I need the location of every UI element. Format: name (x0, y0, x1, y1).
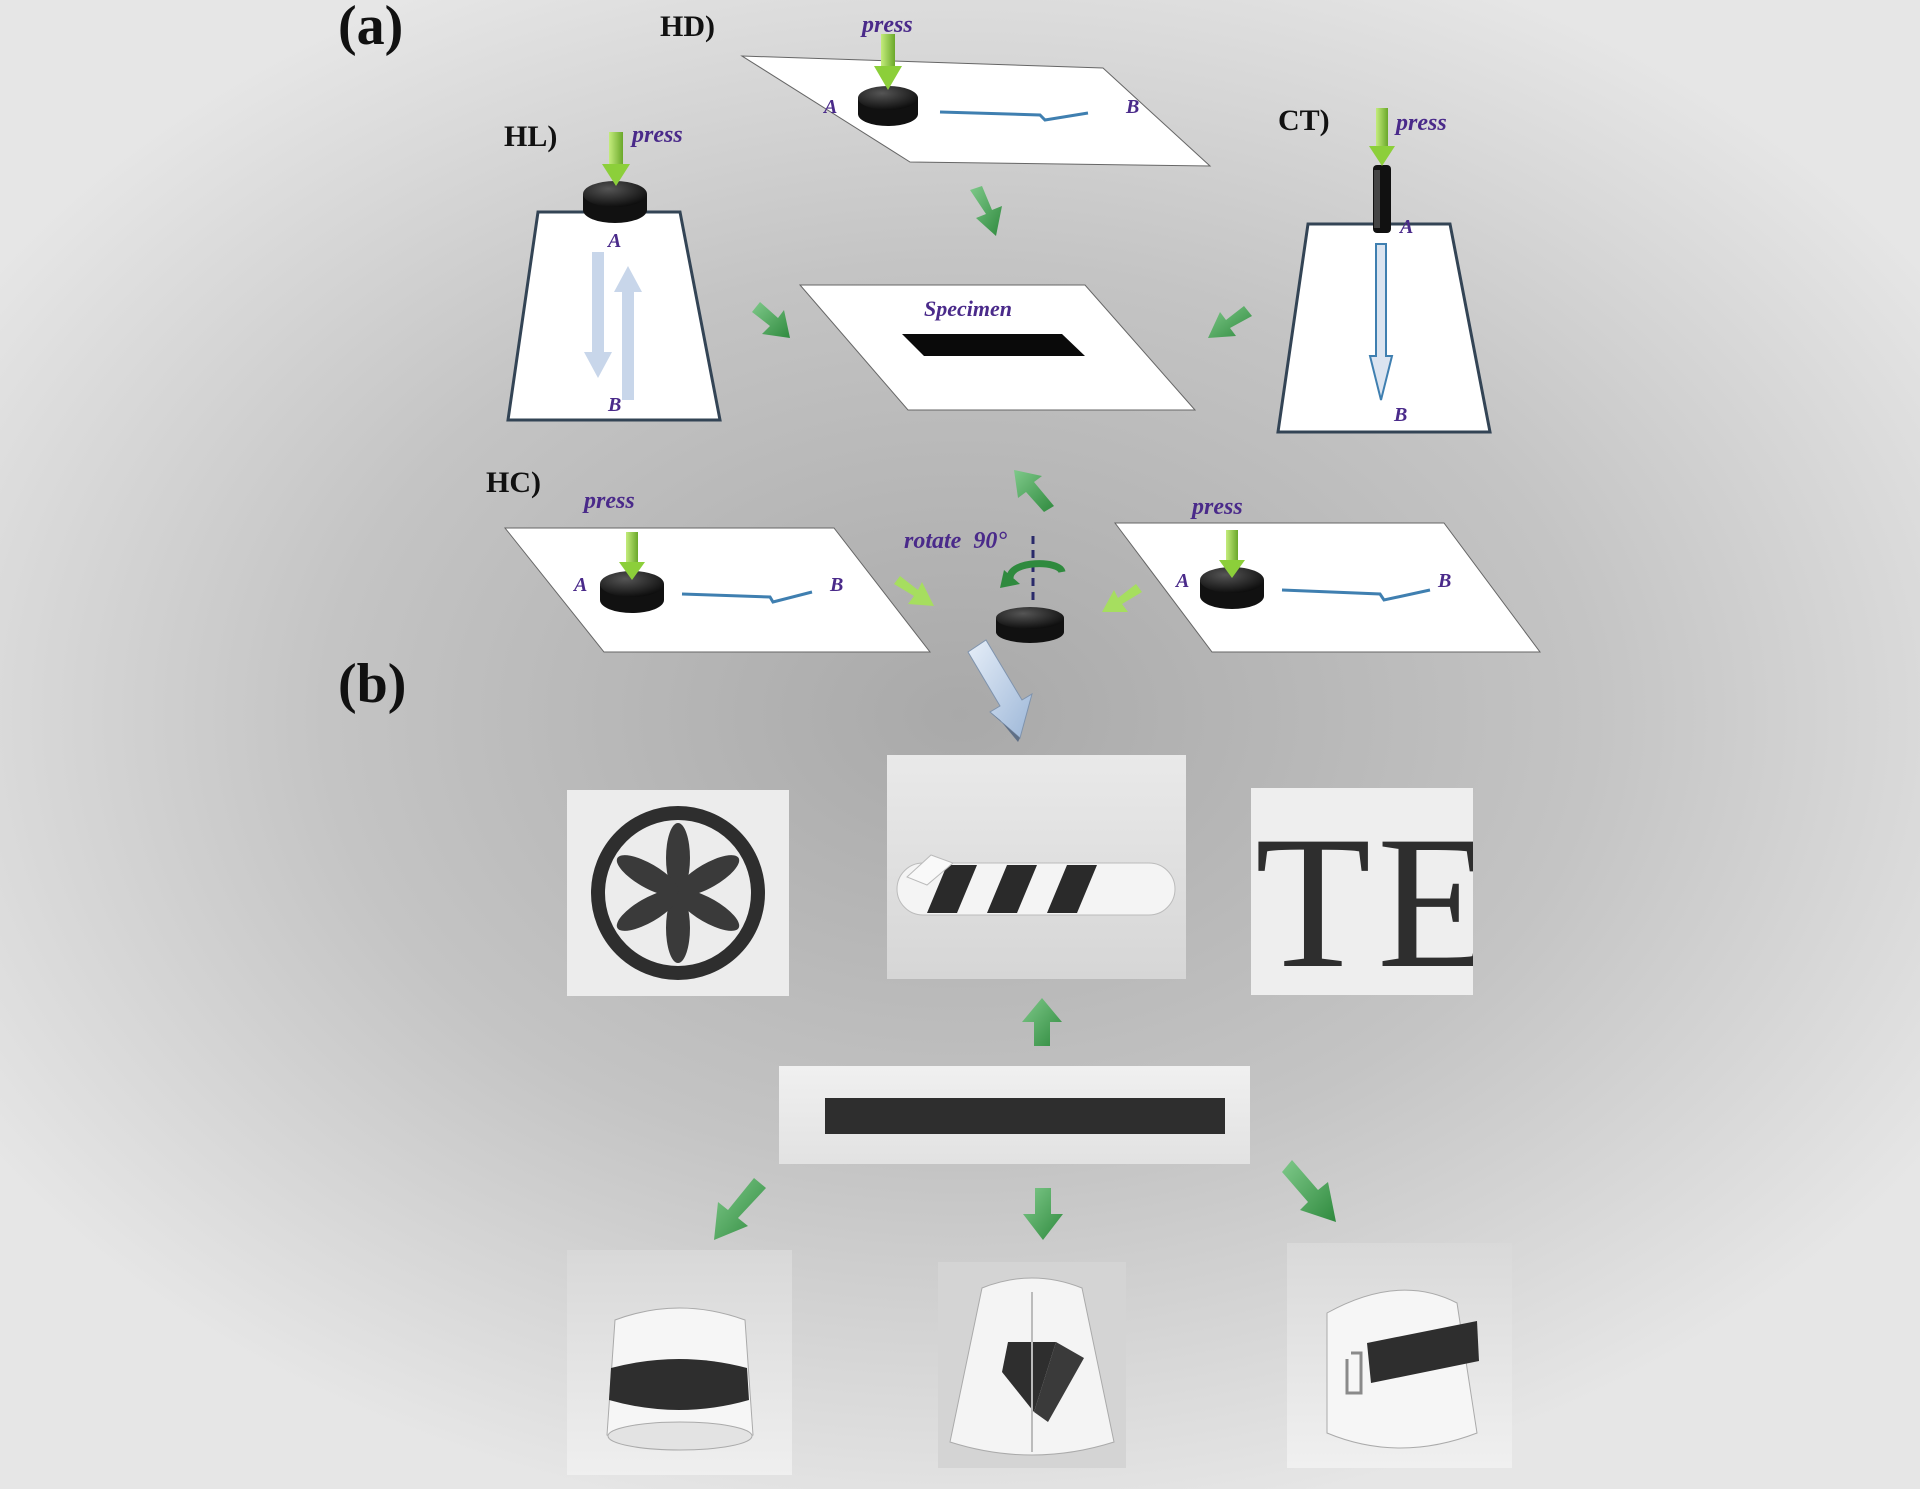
ct-trace (1368, 243, 1394, 401)
arrow-ct-to-specimen (1208, 306, 1252, 338)
hc-press-label: press (584, 488, 635, 514)
te-letters: TE (1255, 798, 1473, 995)
hc-point-b: B (830, 574, 844, 596)
hc-point-a: A (574, 574, 588, 596)
hc-plate (503, 527, 932, 653)
flow-arrows-b (714, 998, 1336, 1240)
ct-point-a: A (1400, 216, 1414, 238)
panel-b-label: (b) (338, 653, 407, 715)
hc2-plate (1113, 522, 1541, 653)
hc-press-arrow (619, 532, 645, 580)
arrow-strip-to-cone (1023, 1188, 1063, 1240)
ct-electrode (1373, 165, 1391, 233)
arrow-strip-to-spiral (1022, 998, 1062, 1046)
cone-icon (949, 1277, 1115, 1456)
ct-label: CT) (1278, 104, 1330, 137)
specimen-plate (798, 284, 1197, 411)
rotate-icon (1000, 560, 1066, 588)
arrow-hd-to-specimen (970, 186, 1002, 236)
arrow-rotate-to-specimen (1014, 470, 1054, 512)
hc-trace (681, 590, 813, 604)
flow-arrows-a (752, 186, 1252, 512)
photo-clipped-band (1287, 1243, 1512, 1468)
hc2-point-a: A (1176, 570, 1190, 592)
ct-press-arrow (1369, 108, 1395, 166)
rotate-label: rotate 90° (904, 528, 1007, 554)
hl-press-arrow (602, 132, 630, 186)
hc-puck (600, 571, 664, 613)
hc2-puck (1200, 567, 1264, 609)
ct-press-label: press (1396, 110, 1447, 136)
paper-clip-icon (1345, 1351, 1363, 1395)
photo-cone (938, 1262, 1126, 1468)
arrow-strip-to-clip (1282, 1160, 1336, 1222)
hl-plate (506, 132, 722, 422)
panel-a-label: (a) (338, 0, 404, 57)
hd-label: HD) (660, 10, 715, 43)
ct-point-b: B (1394, 404, 1408, 426)
hd-plate (740, 34, 1212, 167)
arrow-strip-to-cylinder (714, 1178, 766, 1240)
arrow-to-panel-b (967, 639, 1033, 742)
specimen-label: Specimen (924, 296, 1012, 321)
arrow-hc2-to-rotate (1102, 584, 1142, 612)
cylinder-icon (606, 1307, 754, 1451)
photo-straight-strip (779, 1066, 1250, 1164)
hl-trace-arrows (584, 252, 642, 400)
hd-point-a: A (824, 96, 838, 118)
spiral-tube-icon (896, 854, 1176, 916)
arrow-hl-to-specimen (752, 302, 790, 338)
photo-cylinder (567, 1250, 792, 1475)
hl-press-label: press (632, 122, 683, 148)
arrow-hc-to-rotate (894, 576, 934, 606)
rotate-assembly (996, 536, 1066, 643)
hc2-press-arrow (1219, 530, 1245, 578)
hd-puck (858, 86, 918, 126)
hc-label: HC) (486, 466, 541, 499)
photo-te-letters: TE (1251, 788, 1473, 995)
ct-plate (1276, 108, 1492, 434)
flower-pattern-icon (591, 806, 765, 980)
hd-press-arrow (874, 34, 902, 90)
hc2-press-label: press (1192, 494, 1243, 520)
photo-flower-pattern (567, 790, 789, 996)
clipped-band-icon (1326, 1289, 1479, 1449)
strip-sample (825, 1098, 1225, 1134)
hl-point-b: B (608, 394, 622, 416)
hc2-trace (1281, 588, 1431, 602)
hd-press-label: press (862, 12, 913, 38)
specimen-strip (902, 334, 1085, 356)
flow-arrows-hc (894, 576, 1142, 612)
hd-point-b: B (1126, 96, 1140, 118)
hc2-point-b: B (1438, 570, 1452, 592)
hl-puck (583, 181, 647, 223)
hl-point-a: A (608, 230, 622, 252)
hd-trace (939, 110, 1089, 122)
hl-label: HL) (504, 120, 558, 153)
photo-spiral-tube (887, 755, 1186, 979)
